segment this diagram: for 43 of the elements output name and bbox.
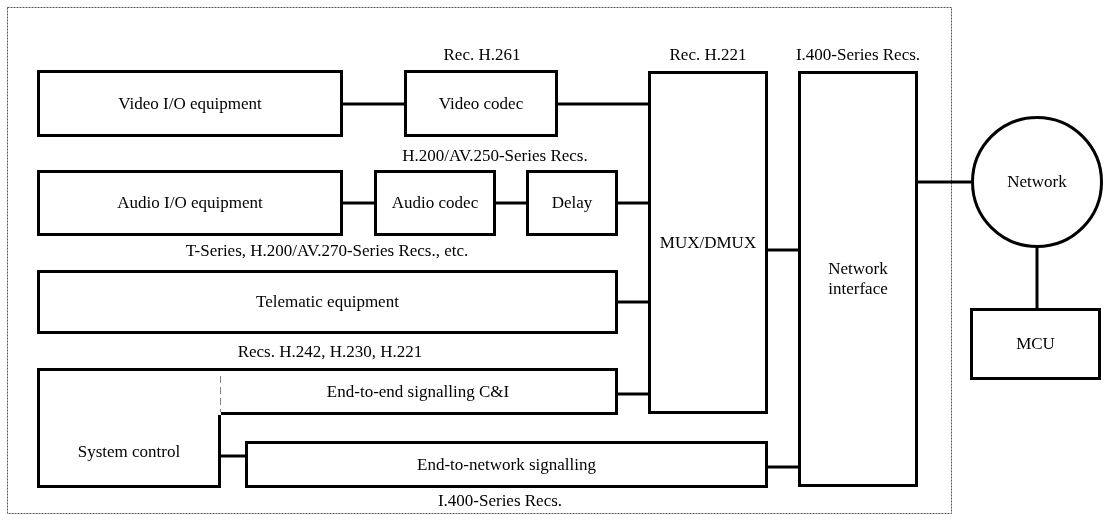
standard-label: Rec. H.221 [669, 46, 747, 63]
connector-line [618, 300, 648, 304]
standard-label: I.400-Series Recs. [437, 492, 563, 509]
connector-line [768, 465, 798, 469]
connector-line [558, 102, 648, 106]
connector-line [496, 201, 526, 205]
signalling-section [221, 368, 618, 415]
node-label: MUX/DMUX [659, 232, 757, 253]
process-box [404, 70, 558, 137]
node-label: End-to-network signalling [417, 454, 596, 475]
standard-label: I.400-Series Recs. [795, 46, 921, 63]
node-label: Audio I/O equipment [117, 193, 263, 213]
standard-label: T-Series, H.200/AV.270-Series Recs., etc. [185, 242, 469, 259]
node-label: Video codec [438, 93, 524, 114]
connector-line [918, 180, 971, 184]
connector-line [768, 248, 798, 252]
node-label: End-to-end signalling C&I [326, 381, 510, 402]
node-label: MCU [1016, 334, 1055, 354]
standard-label: H.200/AV.250-Series Recs. [402, 147, 588, 164]
process-box [526, 170, 618, 236]
process-box [245, 441, 768, 488]
connector-line [221, 454, 245, 458]
node-label: Network [1007, 172, 1067, 192]
node-label: System control [76, 441, 182, 462]
node-label: Audio codec [391, 193, 479, 213]
process-box [798, 71, 918, 487]
process-box [648, 71, 768, 414]
process-box [970, 308, 1101, 380]
standard-label: Recs. H.242, H.230, H.221 [237, 343, 423, 360]
node-label: Video I/O equipment [118, 93, 262, 114]
node-label: Delay [551, 193, 593, 213]
process-box [37, 270, 618, 334]
connector-line [343, 102, 404, 106]
connector-line [618, 201, 648, 205]
connector-line [618, 392, 648, 396]
process-box [37, 70, 343, 137]
connector-line [343, 201, 374, 205]
node-label: Network interface [827, 259, 889, 299]
connector-line [1035, 248, 1039, 308]
process-box [374, 170, 496, 236]
node-label: Telematic equipment [256, 292, 399, 312]
process-box [37, 170, 343, 236]
standard-label: Rec. H.261 [443, 46, 521, 63]
